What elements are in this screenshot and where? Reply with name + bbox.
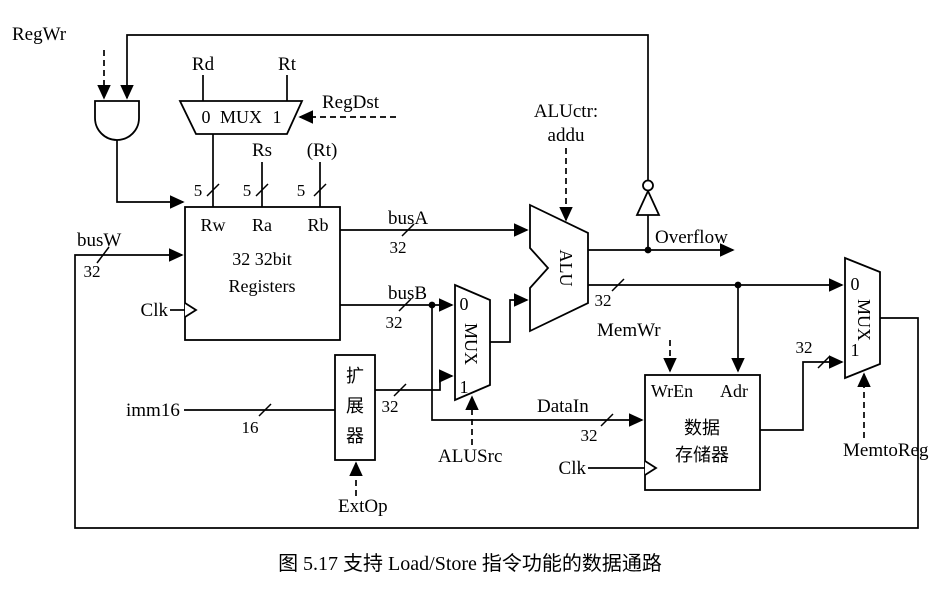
- figure-caption: 图 5.17 支持 Load/Store 指令功能的数据通路: [278, 552, 662, 575]
- extender-char2: 展: [346, 396, 364, 416]
- overflow-label: Overflow: [655, 227, 728, 248]
- extender-block: [334, 354, 376, 461]
- junction-result: [734, 281, 742, 289]
- memory-name-line1: 数据: [684, 418, 720, 438]
- clock-wedge-memory: [644, 460, 658, 476]
- memory-adr-port: Adr: [720, 381, 748, 401]
- width-32-result: 32: [595, 291, 612, 310]
- regdst-mux: [178, 100, 304, 135]
- registers-block: [184, 206, 341, 341]
- memtoreg-mux-one: 1: [851, 340, 860, 360]
- extender-char3: 器: [346, 426, 364, 446]
- busw-label: busW: [77, 230, 121, 251]
- width-32-busa: 32: [390, 238, 407, 257]
- alusrc-mux-one: 1: [460, 377, 469, 397]
- memtoreg-mux-name: MUX: [854, 299, 874, 341]
- registers-ra-port: Ra: [252, 215, 272, 235]
- clk-registers-label: Clk: [141, 300, 169, 321]
- registers-name: Registers: [229, 276, 296, 296]
- rt-indirect-label: (Rt): [307, 140, 338, 161]
- tick-rb: [313, 183, 327, 197]
- junction-overflow: [644, 246, 652, 254]
- regdst-mux-one: 1: [273, 107, 282, 127]
- data-memory-block: [644, 374, 761, 491]
- tick-busa: [401, 223, 415, 237]
- alusrc-mux-zero: 0: [460, 294, 469, 314]
- width-5-rb: 5: [297, 181, 306, 200]
- tick-busb: [398, 298, 412, 312]
- width-5-ra: 5: [243, 181, 252, 200]
- rd-label: Rd: [192, 54, 215, 75]
- control-signals: [97, 50, 871, 496]
- tick-ra: [255, 183, 269, 197]
- memwr-label: MemWr: [597, 320, 661, 341]
- tick-datain: [600, 413, 614, 427]
- width-32-datain: 32: [581, 426, 598, 445]
- not-gate: [635, 188, 661, 216]
- registers-rb-port: Rb: [307, 215, 328, 235]
- tick-imm16: [258, 403, 272, 417]
- memtoreg-label: MemtoReg: [843, 440, 929, 461]
- registers-size: 32 32bit: [232, 249, 292, 269]
- datain-label: DataIn: [537, 396, 589, 417]
- alusrc-mux-name: MUX: [461, 323, 481, 365]
- junctions: [428, 246, 742, 309]
- tick-alu-result: [611, 278, 625, 292]
- tick-rw: [206, 183, 220, 197]
- wire-write-enable: [116, 140, 185, 209]
- extop-label: ExtOp: [338, 496, 388, 517]
- extender-char1: 扩: [346, 366, 364, 386]
- tick-extender-out: [393, 383, 407, 397]
- imm16-label: imm16: [126, 400, 180, 421]
- wire-datain: [431, 305, 644, 427]
- rs-label: Rs: [252, 140, 272, 161]
- regdst-mux-zero: 0: [202, 107, 211, 127]
- width-32-extout: 32: [382, 397, 399, 416]
- tick-busw: [96, 246, 110, 264]
- width-32-memout: 32: [796, 338, 813, 357]
- wire-memory-out: [760, 355, 844, 431]
- regdst-mux-name: MUX: [220, 107, 262, 127]
- junction-busb: [428, 301, 436, 309]
- memory-name-line2: 存储器: [675, 445, 729, 465]
- alu-name: ALU: [556, 250, 576, 287]
- width-16-imm: 16: [242, 418, 259, 437]
- wire-busw-feedback: [74, 248, 919, 529]
- memtoreg-mux: [844, 256, 881, 380]
- regwr-label: RegWr: [12, 24, 67, 45]
- registers-rw-port: Rw: [200, 215, 225, 235]
- not-gate-bubble: [642, 179, 654, 192]
- regdst-label: RegDst: [322, 92, 380, 113]
- alu-block: [529, 203, 589, 333]
- busb-label: busB: [388, 283, 427, 304]
- alusrc-mux: [454, 283, 491, 402]
- memtoreg-mux-zero: 0: [851, 274, 860, 294]
- width-5-rw: 5: [194, 181, 203, 200]
- wire-overflow-feedback: [120, 34, 649, 180]
- text-labels: RegWr Rd Rt RegDst 0 MUX 1 5 5 5 Rs (Rt)…: [12, 24, 929, 575]
- bus-width-ticks: [96, 183, 831, 427]
- aluctr-label: ALUctr:: [534, 101, 598, 122]
- memory-wren-port: WrEn: [651, 381, 693, 401]
- aluctr-value-label: addu: [548, 125, 585, 146]
- clk-memory-label: Clk: [559, 458, 587, 479]
- clock-wedge-registers: [184, 302, 198, 318]
- rt-label: Rt: [278, 54, 297, 75]
- and-gate: [94, 100, 140, 141]
- alusrc-label: ALUSrc: [438, 446, 502, 467]
- busa-label: busA: [388, 208, 428, 229]
- width-32-busw: 32: [84, 262, 101, 281]
- tick-memory-out: [817, 355, 831, 369]
- wire-mux-to-alu: [490, 293, 529, 343]
- width-32-busb: 32: [386, 313, 403, 332]
- wires: [74, 34, 919, 529]
- blocks: [94, 100, 881, 491]
- wire-extender-out: [375, 369, 454, 391]
